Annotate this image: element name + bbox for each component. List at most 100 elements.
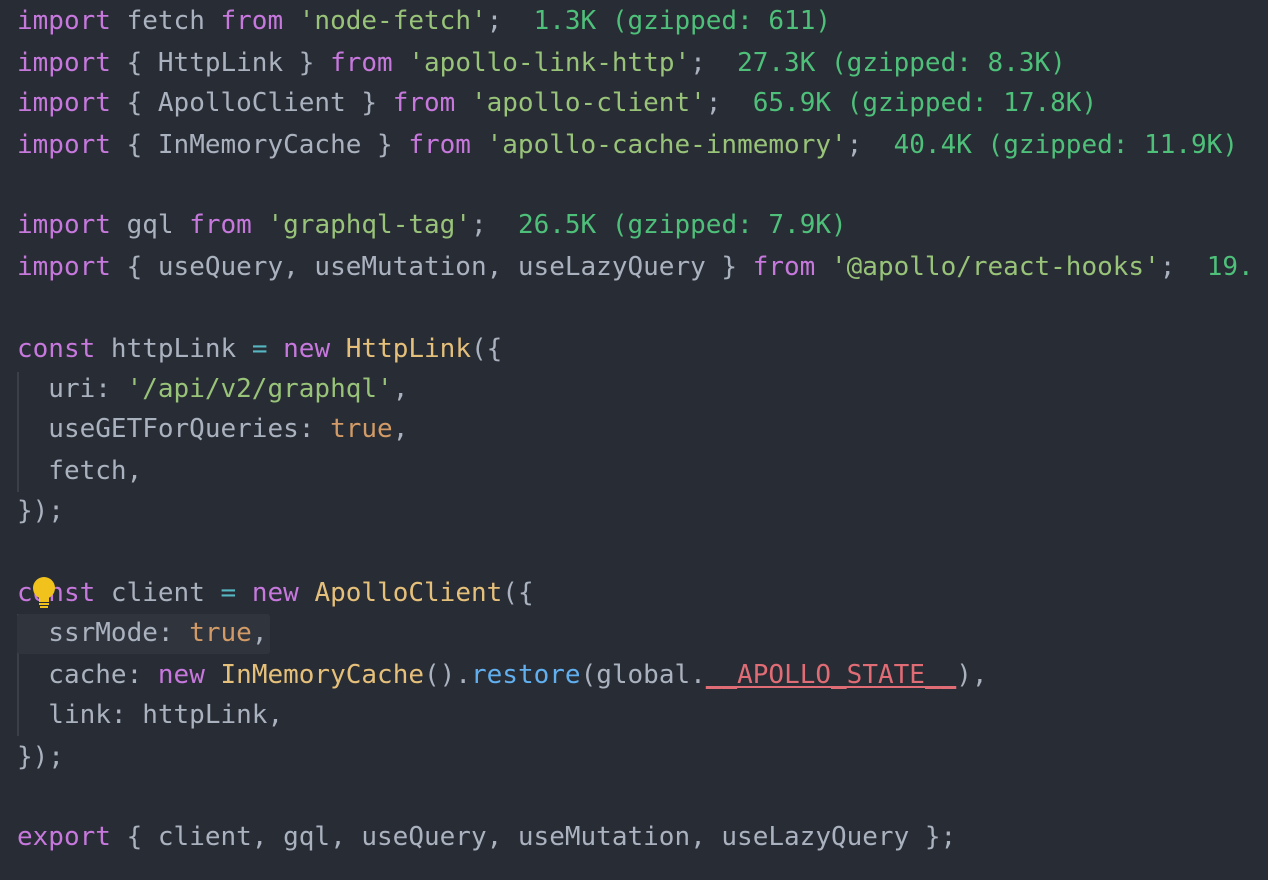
code-token: InMemoryCache [220, 660, 425, 690]
code-token [299, 578, 315, 608]
code-token: = [220, 578, 237, 608]
code-token: { HttpLink } [110, 48, 331, 78]
code-token: ; [690, 48, 706, 78]
code-token: (). [424, 660, 471, 690]
code-token: gql [110, 210, 190, 240]
code-token: '@apollo/react-hooks' [831, 252, 1160, 282]
code-token: restore [470, 660, 581, 690]
code-token: { client, gql, useQuery, useMutation, us… [110, 822, 957, 852]
code-token: (global. [580, 660, 706, 690]
code-token: new [157, 660, 205, 690]
code-token: import [17, 48, 111, 78]
code-token [267, 334, 283, 364]
code-line-2[interactable]: import { HttpLink } from 'apollo-link-ht… [17, 43, 1066, 83]
indent-guide [17, 614, 19, 736]
code-token: const [17, 334, 96, 364]
code-token: ssrMode: [17, 618, 190, 648]
code-token [330, 334, 346, 364]
lightbulb-icon[interactable] [31, 576, 57, 610]
code-token: { useQuery, useMutation, useLazyQuery } [110, 252, 753, 282]
code-token: from [220, 6, 284, 36]
code-token: from [408, 130, 471, 160]
code-line-15[interactable]: const client = new ApolloClient({ [17, 573, 534, 613]
code-token: , [392, 374, 409, 404]
code-line-19[interactable]: }); [17, 737, 64, 777]
code-token: ; [705, 88, 722, 118]
code-token: link: httpLink, [17, 700, 284, 730]
code-token: ), [956, 660, 988, 690]
code-token: 'node-fetch' [298, 6, 487, 36]
code-line-13[interactable]: }); [17, 491, 64, 531]
code-token: import [17, 6, 111, 36]
import-size-annotation: 1.3K (gzipped: 611) [502, 6, 832, 36]
code-token: { InMemoryCache } [110, 130, 409, 160]
code-token: 'apollo-cache-inmemory' [486, 130, 847, 160]
code-token [393, 48, 409, 78]
code-line-7[interactable]: import { useQuery, useMutation, useLazyQ… [17, 247, 1254, 287]
code-token [455, 88, 471, 118]
code-token: cache: [17, 660, 158, 690]
code-token: ; [470, 210, 487, 240]
code-token: = [251, 334, 268, 364]
indent-guide [17, 372, 19, 492]
code-line-12[interactable]: fetch, [17, 451, 142, 491]
code-token: useGETForQueries: [17, 414, 331, 444]
code-token: ApolloClient [314, 578, 503, 608]
import-size-annotation: 65.9K (gzipped: 17.8K) [721, 88, 1098, 118]
code-token: import [17, 88, 111, 118]
code-token: HttpLink [345, 334, 471, 364]
import-size-annotation: 19. [1175, 252, 1254, 282]
code-line-18[interactable]: link: httpLink, [17, 695, 283, 735]
code-line-11[interactable]: useGETForQueries: true, [17, 409, 408, 449]
code-token: new [251, 578, 299, 608]
code-token: import [17, 252, 111, 282]
code-token [236, 578, 252, 608]
code-token: uri: [17, 374, 127, 404]
code-line-1[interactable]: import fetch from 'node-fetch'; 1.3K (gz… [17, 1, 831, 41]
import-size-annotation: 27.3K (gzipped: 8.3K) [705, 48, 1066, 78]
code-token: fetch, [17, 456, 143, 486]
code-token [815, 252, 831, 282]
code-line-21[interactable]: export { client, gql, useQuery, useMutat… [17, 817, 956, 857]
code-token: true [189, 618, 252, 648]
code-token: ({ [502, 578, 534, 608]
code-token [283, 6, 299, 36]
code-token: '/api/v2/graphql' [126, 374, 393, 404]
code-line-3[interactable]: import { ApolloClient } from 'apollo-cli… [17, 83, 1097, 123]
code-line-17[interactable]: cache: new InMemoryCache().restore(globa… [17, 655, 988, 695]
code-line-9[interactable]: const httpLink = new HttpLink({ [17, 329, 502, 369]
code-token: 'graphql-tag' [267, 210, 471, 240]
code-line-6[interactable]: import gql from 'graphql-tag'; 26.5K (gz… [17, 205, 847, 245]
code-token [205, 660, 221, 690]
code-token: ; [1159, 252, 1176, 282]
code-token: __APOLLO_STATE__ [705, 660, 957, 690]
code-token: export [17, 822, 111, 852]
code-token: 'apollo-link-http' [408, 48, 691, 78]
import-size-annotation: 26.5K (gzipped: 7.9K) [486, 210, 847, 240]
code-token: from [189, 210, 252, 240]
current-line-highlight [17, 614, 270, 654]
code-token: }); [17, 742, 64, 772]
code-line-4[interactable]: import { InMemoryCache } from 'apollo-ca… [17, 125, 1238, 165]
code-line-10[interactable]: uri: '/api/v2/graphql', [17, 369, 408, 409]
code-token: import [17, 130, 111, 160]
code-token: , [251, 618, 268, 648]
code-token: fetch [110, 6, 221, 36]
code-token: new [283, 334, 331, 364]
code-token: ; [846, 130, 863, 160]
code-token: }); [17, 496, 64, 526]
code-token: const [17, 578, 96, 608]
code-token: from [392, 88, 456, 118]
code-token: ({ [471, 334, 503, 364]
code-token: { ApolloClient } [110, 88, 393, 118]
code-token: import [17, 210, 111, 240]
code-token: from [752, 252, 816, 282]
code-token: client [95, 578, 221, 608]
code-token: ; [486, 6, 503, 36]
code-token: from [330, 48, 393, 78]
code-token: 'apollo-client' [470, 88, 706, 118]
code-line-16[interactable]: ssrMode: true, [17, 613, 267, 653]
code-token: httpLink [95, 334, 252, 364]
code-token [471, 130, 487, 160]
